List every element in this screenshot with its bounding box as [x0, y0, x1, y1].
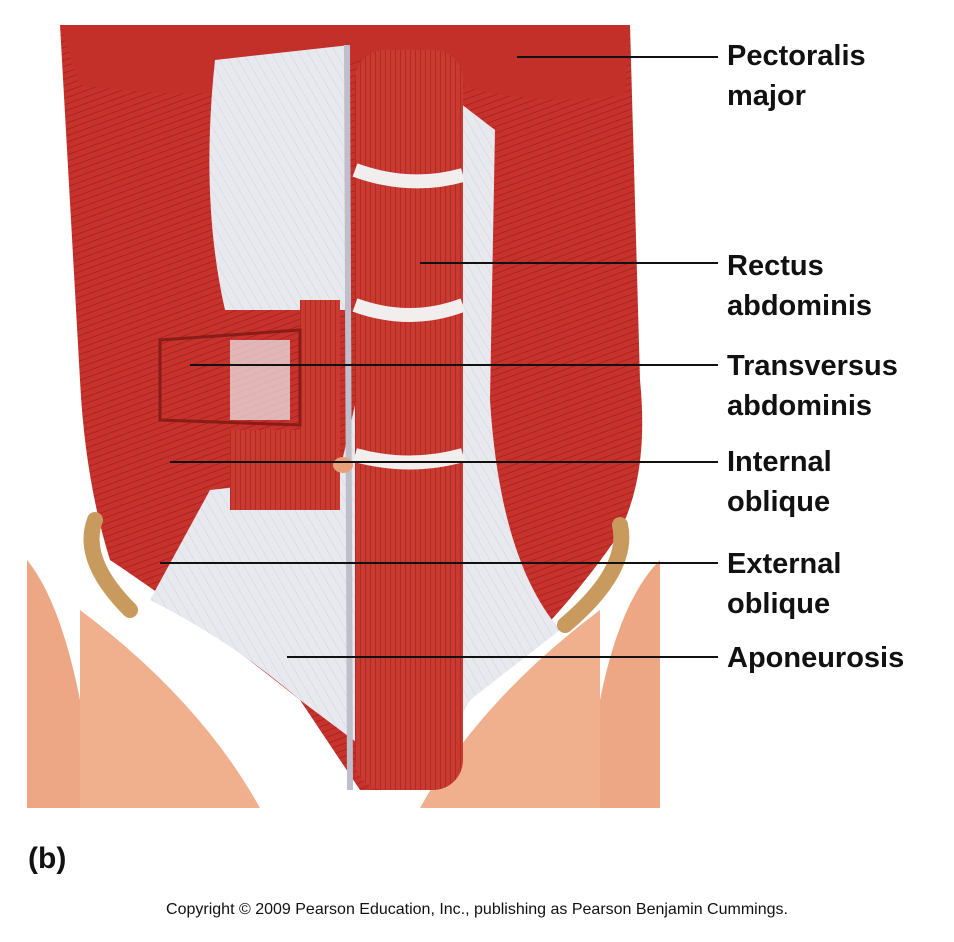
- rectus-abdominis-muscle: [355, 50, 463, 790]
- aponeurosis: [209, 45, 350, 310]
- copyright: Copyright © 2009 Pearson Education, Inc.…: [166, 901, 788, 918]
- label-aponeurosis: Aponeurosis: [727, 642, 905, 674]
- skin-lower: [80, 610, 600, 808]
- umbilicus: [333, 457, 353, 473]
- iliac-crest: [83, 512, 138, 618]
- part-label: (b): [28, 842, 67, 875]
- leader-lines: [160, 56, 718, 658]
